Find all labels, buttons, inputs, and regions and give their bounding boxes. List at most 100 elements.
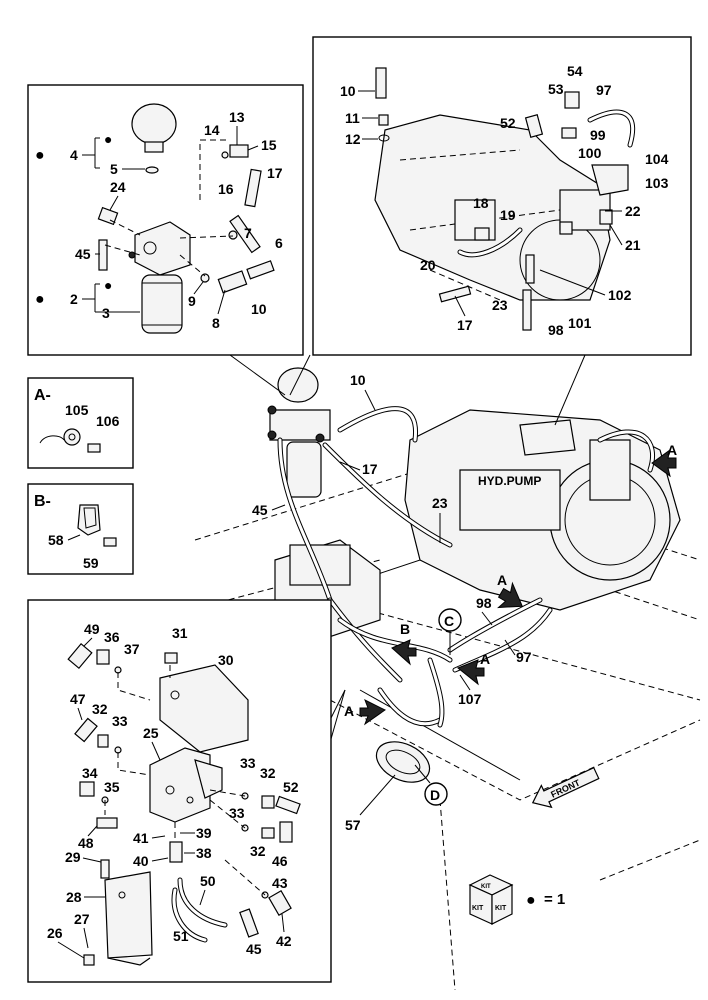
filter-main bbox=[286, 441, 322, 498]
callout-20: 20 bbox=[420, 257, 436, 273]
kit-legend-dot: ● bbox=[526, 892, 536, 909]
callout-99: 99 bbox=[590, 127, 606, 143]
callout-45-valve: 45 bbox=[246, 941, 262, 957]
inset-view-a: A- 105 106 bbox=[27, 377, 134, 469]
callout-24: 24 bbox=[110, 179, 126, 195]
callout-22: 22 bbox=[625, 203, 641, 219]
kit-box-top-text: KIT bbox=[481, 884, 491, 890]
callout-98-pump: 98 bbox=[548, 322, 564, 338]
callout-34: 34 bbox=[82, 765, 98, 781]
callout-45-inset: 45 bbox=[75, 246, 91, 262]
callout-59: 59 bbox=[83, 555, 99, 571]
arrow-label-b: B bbox=[400, 621, 410, 637]
callout-97-main: 97 bbox=[516, 649, 532, 665]
view-arrow-a1 bbox=[651, 448, 677, 478]
callout-43: 43 bbox=[272, 875, 288, 891]
kit-dot-4: ● bbox=[35, 147, 45, 164]
callout-103: 103 bbox=[645, 175, 669, 191]
callout-15: 15 bbox=[261, 137, 277, 153]
callout-36: 36 bbox=[104, 629, 120, 645]
view-arrow-a4 bbox=[359, 698, 386, 726]
callout-26: 26 bbox=[47, 925, 63, 941]
view-a-label: A- bbox=[34, 387, 51, 404]
callout-100: 100 bbox=[578, 145, 602, 161]
callout-17-main: 17 bbox=[362, 461, 378, 477]
pump-label: HYD.PUMP bbox=[478, 474, 541, 488]
callout-40: 40 bbox=[133, 853, 149, 869]
arrow-label-a1: A bbox=[667, 442, 677, 458]
callout-52-valve: 52 bbox=[283, 779, 299, 795]
callout-5: 5 bbox=[110, 161, 118, 177]
callout-29: 29 bbox=[65, 849, 81, 865]
callout-46: 46 bbox=[272, 853, 288, 869]
callout-33a: 33 bbox=[112, 713, 128, 729]
kit-box-left-text: KIT bbox=[472, 905, 484, 912]
arrow-label-a4: A bbox=[344, 703, 354, 719]
callout-12: 12 bbox=[345, 131, 361, 147]
callout-42: 42 bbox=[276, 933, 292, 949]
callout-52-pump: 52 bbox=[500, 115, 516, 131]
callout-54: 54 bbox=[567, 63, 583, 79]
callout-17-pump: 17 bbox=[457, 317, 473, 333]
callout-98-main: 98 bbox=[476, 595, 492, 611]
callout-33c: 33 bbox=[229, 805, 245, 821]
callout-53: 53 bbox=[548, 81, 564, 97]
callout-21: 21 bbox=[625, 237, 641, 253]
callout-51: 51 bbox=[173, 928, 189, 944]
inset-valve-block: 49 36 37 31 30 47 32 33 25 34 35 33 32 5… bbox=[27, 599, 332, 983]
callout-14: 14 bbox=[204, 122, 220, 138]
ref-circle-d bbox=[424, 782, 448, 806]
view-arrow-a3 bbox=[457, 659, 485, 686]
callout-11: 11 bbox=[345, 110, 360, 126]
callout-31: 31 bbox=[172, 625, 188, 641]
callout-49: 49 bbox=[84, 621, 100, 637]
callout-8: 8 bbox=[212, 315, 220, 331]
callout-32b: 32 bbox=[260, 765, 276, 781]
callout-6: 6 bbox=[275, 235, 283, 251]
callout-57: 57 bbox=[345, 817, 361, 833]
inset-pump-connections: 10 11 12 53 54 97 52 99 100 104 103 18 1… bbox=[312, 36, 692, 356]
callout-17-inset: 17 bbox=[267, 165, 283, 181]
kit-legend-equals: = 1 bbox=[544, 891, 565, 908]
front-arrow: FRONT bbox=[531, 766, 600, 809]
callout-102: 102 bbox=[608, 287, 632, 303]
callout-97-pump: 97 bbox=[596, 82, 612, 98]
callout-16: 16 bbox=[218, 181, 234, 197]
kit-dot-2: ● bbox=[35, 291, 45, 308]
callout-47: 47 bbox=[70, 691, 86, 707]
callout-19: 19 bbox=[500, 207, 516, 223]
callout-48: 48 bbox=[78, 835, 94, 851]
callout-10-inset: 10 bbox=[251, 301, 267, 317]
callout-38: 38 bbox=[196, 845, 212, 861]
inset-filter-assembly: ● 4 ● 5 24 45 ● 2 ● 3 13 14 15 16 17 7 6… bbox=[27, 84, 304, 356]
callout-45-main: 45 bbox=[252, 502, 268, 518]
callout-18: 18 bbox=[473, 195, 489, 211]
ref-circle-c-label: C bbox=[444, 613, 454, 629]
callout-4: 4 bbox=[70, 147, 78, 163]
view-arrow-b bbox=[391, 639, 417, 666]
view-b-label: B- bbox=[34, 493, 51, 510]
callout-13: 13 bbox=[229, 109, 245, 125]
callout-32c: 32 bbox=[250, 843, 266, 859]
callout-32a: 32 bbox=[92, 701, 108, 717]
arrow-label-a2: A bbox=[497, 572, 507, 588]
callout-10-pump: 10 bbox=[340, 83, 356, 99]
callout-28: 28 bbox=[66, 889, 82, 905]
accumulator-main bbox=[277, 367, 319, 403]
view-arrow-a2 bbox=[497, 581, 523, 609]
hose-guide bbox=[375, 741, 431, 783]
kit-legend: KIT KIT KIT ● = 1 bbox=[468, 874, 565, 925]
callout-25: 25 bbox=[143, 725, 159, 741]
callout-50: 50 bbox=[200, 873, 216, 889]
callout-7: 7 bbox=[244, 225, 252, 241]
callout-10-main: 10 bbox=[350, 372, 366, 388]
callout-27: 27 bbox=[74, 911, 90, 927]
kit-dot-2b: ● bbox=[104, 277, 112, 293]
callout-58: 58 bbox=[48, 532, 64, 548]
callout-105: 105 bbox=[65, 402, 89, 418]
callout-107: 107 bbox=[458, 691, 482, 707]
main-assembly: HYD.PUMP bbox=[189, 367, 701, 991]
callout-39: 39 bbox=[196, 825, 212, 841]
kit-dot-4b: ● bbox=[104, 131, 112, 147]
